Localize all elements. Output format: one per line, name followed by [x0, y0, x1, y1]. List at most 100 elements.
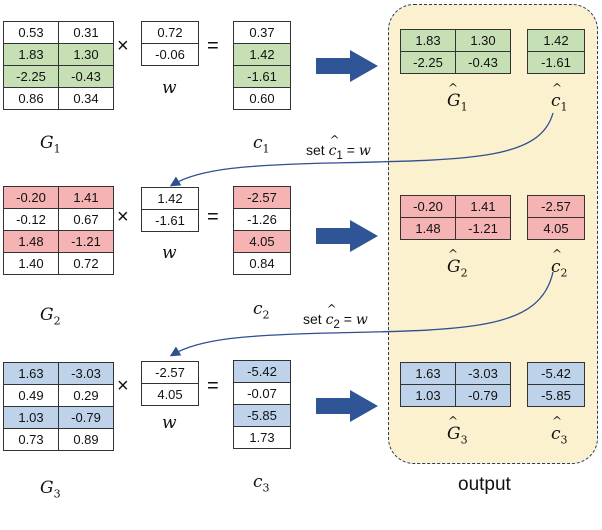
matrix-cell: 0.89 — [58, 428, 114, 451]
matrix-cell: 0.31 — [58, 21, 114, 44]
vector-chat1: 1.42-1.61 — [527, 29, 585, 74]
matrix-cell: -1.26 — [233, 208, 291, 231]
label-w2: w — [162, 243, 177, 263]
matrix-row: -2.57 — [527, 195, 585, 218]
matrix-cell: 1.03 — [3, 406, 59, 429]
matrix-cell: 0.53 — [3, 21, 59, 44]
matrix-row: -5.42 — [233, 360, 291, 383]
matrix-cell: -5.85 — [233, 404, 291, 427]
matrix-cell: -2.25 — [3, 65, 59, 88]
matrix-row: 4.05 — [141, 383, 199, 406]
matrix-cell: 0.72 — [141, 21, 199, 44]
matrix-row: 1.42 — [527, 29, 585, 52]
matrix-cell: -1.61 — [527, 51, 585, 74]
matrix-row: 4.05 — [527, 217, 585, 240]
matrix-cell: -3.03 — [58, 362, 114, 385]
label-w3: w — [162, 413, 177, 433]
matrix-cell: 0.49 — [3, 384, 59, 407]
times-sign-1: × — [117, 35, 129, 57]
matrix-row: -1.61 — [527, 51, 585, 74]
matrix-cell: 1.83 — [3, 43, 59, 66]
matrix-cell: -5.85 — [527, 384, 585, 407]
matrix-cell: 1.63 — [3, 362, 59, 385]
matrix-row: -5.85 — [527, 384, 585, 407]
matrix-cell: 1.83 — [400, 29, 456, 52]
label-g1: G1 — [40, 133, 61, 156]
matrix-row: 0.37 — [233, 21, 291, 44]
matrix-cell: 1.30 — [58, 43, 114, 66]
matrix-cell: 4.05 — [233, 230, 291, 253]
label-ghat1: G1 — [447, 81, 468, 113]
set-label-2: set c2 = w — [303, 302, 368, 331]
matrix-row: 1.63-3.03 — [3, 362, 114, 385]
matrix-cell: 1.73 — [233, 426, 291, 449]
label-c3: c3 — [253, 472, 270, 495]
matrix-row: -1.26 — [233, 208, 291, 231]
matrix-cell: 0.72 — [58, 252, 114, 275]
matrix-row: 1.48-1.21 — [400, 217, 511, 240]
block-arrow-2 — [316, 220, 378, 252]
matrix-cell: -0.07 — [233, 382, 291, 405]
matrix-row: -1.61 — [141, 209, 199, 232]
matrix-cell: 4.05 — [141, 383, 199, 406]
label-chat3: c3 — [551, 414, 568, 446]
matrix-cell: -0.43 — [58, 65, 114, 88]
matrix-row: -2.57 — [141, 361, 199, 384]
matrix-cell: 1.40 — [3, 252, 59, 275]
block-arrow-1 — [316, 50, 378, 82]
matrix-cell: 1.63 — [400, 362, 456, 385]
matrix-cell: 0.34 — [58, 87, 114, 110]
label-g2: G2 — [40, 305, 61, 328]
matrix-row: -2.57 — [233, 186, 291, 209]
vector-w1: 0.72-0.06 — [141, 21, 199, 66]
matrix-cell: 1.48 — [3, 230, 59, 253]
matrix-row: 1.48-1.21 — [3, 230, 114, 253]
times-sign-3: × — [117, 375, 129, 397]
equals-sign-2: = — [207, 206, 219, 228]
matrix-cell: 0.86 — [3, 87, 59, 110]
vector-chat3: -5.42-5.85 — [527, 362, 585, 407]
matrix-row: 0.72 — [141, 21, 199, 44]
matrix-cell: 0.67 — [58, 208, 114, 231]
label-ghat2: G2 — [447, 247, 468, 279]
matrix-row: 1.03-0.79 — [3, 406, 114, 429]
matrix-row: -5.42 — [527, 362, 585, 385]
matrix-cell: -2.57 — [233, 186, 291, 209]
matrix-cell: 0.73 — [3, 428, 59, 451]
matrix-cell: 0.37 — [233, 21, 291, 44]
matrix-cell: 1.42 — [141, 187, 199, 210]
label-chat1: c1 — [551, 81, 568, 113]
matrix-row: 0.84 — [233, 252, 291, 275]
matrix-cell: -3.03 — [455, 362, 511, 385]
matrix-cell: -2.57 — [141, 361, 199, 384]
matrix-cell: 1.30 — [455, 29, 511, 52]
matrix-cell: -0.79 — [455, 384, 511, 407]
matrix-cell: 4.05 — [527, 217, 585, 240]
label-g3: G3 — [40, 478, 61, 501]
matrix-cell: 0.84 — [233, 252, 291, 275]
matrix-cell: -5.42 — [233, 360, 291, 383]
matrix-row: -0.06 — [141, 43, 199, 66]
label-w1: w — [162, 78, 177, 98]
matrix-row: -2.25-0.43 — [3, 65, 114, 88]
matrix-row: 1.03-0.79 — [400, 384, 511, 407]
matrix-cell: -0.43 — [455, 51, 511, 74]
matrix-cell: -0.79 — [58, 406, 114, 429]
matrix-cell: 1.41 — [455, 195, 511, 218]
vector-w2: 1.42-1.61 — [141, 187, 199, 232]
